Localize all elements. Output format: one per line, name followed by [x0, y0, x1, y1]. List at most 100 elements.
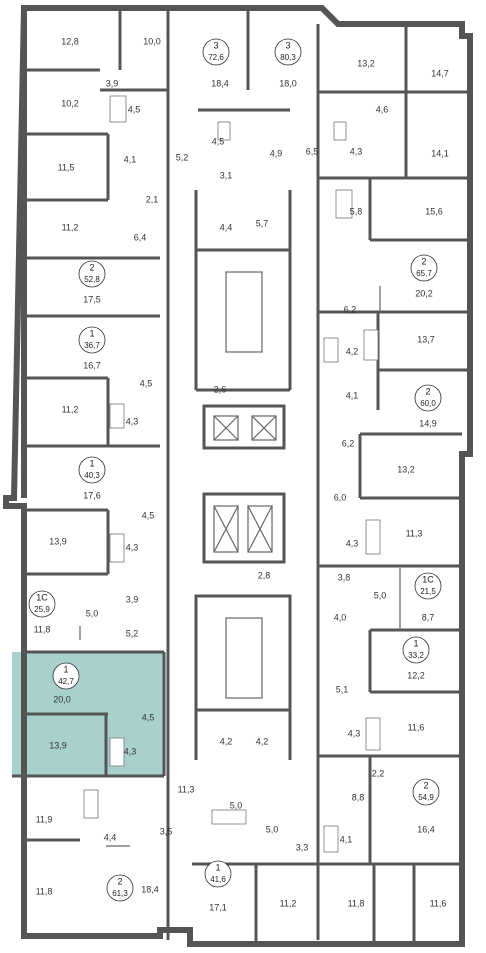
room-label: 5,0	[374, 590, 387, 600]
room-label: 4,9	[270, 148, 283, 158]
room-label: 5,0	[86, 608, 99, 618]
room-label: 18,4	[211, 78, 229, 88]
room-label: 20,0	[53, 694, 71, 704]
apartment-badge[interactable]: 141,6	[204, 860, 232, 888]
room-label: 6,2	[344, 304, 357, 314]
room-label: 5,8	[350, 206, 363, 216]
apartment-badge[interactable]: 133,2	[402, 636, 430, 664]
apartment-badge[interactable]: 1С 21,5	[414, 572, 442, 600]
apartment-badge[interactable]: 254,9	[412, 778, 440, 806]
apartment-rooms: 1	[63, 664, 68, 674]
bathroom-fixtures	[83, 95, 381, 853]
outer-wall	[3, 5, 473, 947]
apartment-area: 65,7	[416, 269, 432, 278]
room-label: 2,8	[258, 570, 271, 580]
left-partitions	[12, 10, 290, 936]
room-label: 3,3	[296, 842, 309, 852]
apartment-area: 21,5	[420, 587, 436, 596]
room-label: 14,7	[431, 68, 449, 78]
apartment-rooms: 1С	[422, 574, 434, 584]
apartment-badge[interactable]: 252,8	[78, 260, 106, 288]
room-label: 11,3	[178, 784, 195, 794]
room-label: 4,3	[346, 538, 359, 548]
apartment-rooms: 3	[213, 40, 218, 50]
apartment-rooms: 1С	[36, 592, 48, 602]
apartment-rooms: 3	[285, 40, 290, 50]
apartment-badge[interactable]: 260,0	[414, 384, 442, 412]
apartment-badge[interactable]: 265,7	[410, 254, 438, 282]
room-label: 6,0	[334, 492, 347, 502]
apartment-rooms: 1	[215, 862, 220, 872]
room-label: 4,5	[128, 104, 141, 114]
apartment-badges: 372,6 380,3 265,7 252,8 136,7 260,0 140,…	[28, 38, 442, 902]
room-label: 2,2	[372, 768, 385, 778]
room-label: 4,1	[346, 390, 359, 400]
room-label: 4,6	[376, 104, 389, 114]
apartment-badge[interactable]: 140,3	[78, 456, 106, 484]
room-label: 5,2	[176, 152, 189, 162]
room-label: 11,9	[36, 814, 53, 824]
room-label: 4,4	[220, 222, 233, 232]
room-label: 17,5	[83, 294, 101, 304]
room-label: 11,6	[430, 898, 447, 908]
apartment-area: 40,3	[84, 471, 100, 480]
room-label: 16,4	[417, 824, 435, 834]
apartment-rooms: 1	[89, 328, 94, 338]
apartment-rooms: 2	[117, 876, 122, 886]
room-label: 4,3	[124, 746, 137, 756]
room-label: 4,3	[348, 728, 361, 738]
room-label: 3,9	[106, 78, 119, 88]
room-label: 16,7	[83, 360, 101, 370]
room-label: 5,0	[230, 800, 243, 810]
apartment-badge[interactable]: 380,3	[274, 38, 302, 66]
room-label: 11,2	[62, 222, 79, 232]
room-label: 4,2	[346, 346, 359, 356]
room-label: 4,5	[212, 136, 225, 146]
room-label: 4,5	[140, 378, 153, 388]
room-label: 13,2	[397, 464, 415, 474]
room-label: 13,9	[49, 536, 67, 546]
room-label: 13,9	[49, 740, 67, 750]
thin-lines	[79, 271, 401, 847]
room-label: 3,9	[126, 594, 139, 604]
right-partitions	[192, 24, 470, 944]
apartment-badge[interactable]: 372,6	[202, 38, 230, 66]
room-label: 12,2	[407, 670, 425, 680]
room-label: 11,2	[62, 404, 79, 414]
room-label: 4,3	[350, 146, 363, 156]
room-label: 2,1	[146, 194, 159, 204]
apartment-rooms: 2	[425, 386, 430, 396]
apartment-badge[interactable]: 1С 25,9	[28, 590, 56, 618]
apartment-badge[interactable]: 142,7	[52, 662, 80, 690]
apartment-badge[interactable]: 261,3	[106, 874, 134, 902]
room-label: 4,3	[126, 542, 139, 552]
apartment-area: 61,3	[112, 889, 128, 898]
room-label: 11,3	[406, 528, 423, 538]
room-label: 8,8	[352, 792, 365, 802]
apartment-rooms: 2	[423, 780, 428, 790]
room-label: 4,4	[104, 832, 117, 842]
apartment-badge[interactable]: 136,7	[78, 326, 106, 354]
apartment-area: 33,2	[408, 651, 424, 660]
room-label: 4,2	[220, 736, 233, 746]
room-label: 10,0	[143, 36, 161, 46]
room-label: 3,5	[160, 826, 173, 836]
apartment-area: 60,0	[420, 399, 436, 408]
apartment-area: 25,9	[34, 605, 50, 614]
room-label: 13,7	[417, 334, 435, 344]
room-label: 6,5	[306, 146, 319, 156]
room-label: 3,1	[220, 170, 233, 180]
room-label: 12,8	[61, 36, 79, 46]
apartment-area: 80,3	[280, 53, 296, 62]
apartment-rooms: 2	[89, 262, 94, 272]
room-label: 15,6	[425, 206, 443, 216]
room-label: 5,0	[266, 824, 279, 834]
room-label: 14,1	[431, 148, 449, 158]
apartment-area: 54,9	[418, 793, 434, 802]
room-label: 2,6	[214, 384, 227, 394]
room-label: 4,1	[124, 154, 137, 164]
room-label: 13,2	[357, 58, 375, 68]
room-label: 4,1	[340, 834, 353, 844]
room-label: 17,1	[209, 902, 227, 912]
room-label: 11,2	[280, 898, 297, 908]
